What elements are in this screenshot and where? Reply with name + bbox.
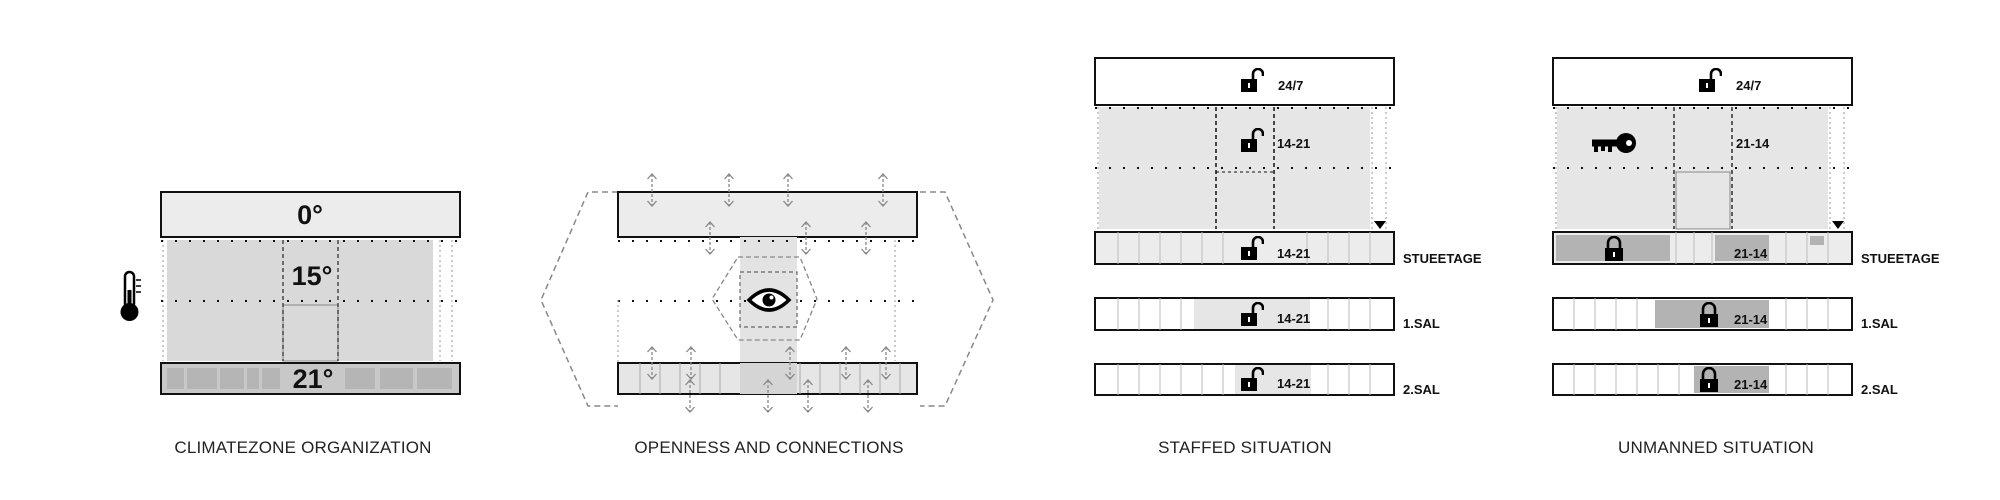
arrow-down-icon [1832, 221, 1844, 229]
staffed-panel: 24/7 14-21 14-21 [1094, 57, 1482, 397]
top-floor [617, 191, 918, 238]
unmanned-first-hours: 21-14 [1734, 312, 1768, 327]
unmanned-ground-hours: 21-14 [1734, 246, 1768, 261]
unmanned-second-hours: 21-14 [1734, 377, 1768, 392]
caption-unmanned: UNMANNED SITUATION [1618, 438, 1814, 457]
top-zone-temperature: 0° [297, 200, 323, 230]
staffed-second-hours: 14-21 [1277, 376, 1310, 391]
middle-zone [167, 240, 433, 361]
staffed-first-hours: 14-21 [1277, 311, 1310, 326]
floor-label-ground: STUEETAGE [1403, 251, 1482, 266]
top-zone [160, 191, 461, 238]
staffed-ground-hours: 14-21 [1277, 246, 1310, 261]
key-icon [1592, 133, 1636, 153]
unmanned-top-hours: 24/7 [1736, 78, 1761, 93]
unmanned-core-hours: 21-14 [1736, 136, 1770, 151]
caption-openness: OPENNESS AND CONNECTIONS [634, 438, 904, 457]
thermometer-icon [120, 270, 141, 321]
climatezone-panel: 0° 15° 21° [120, 191, 461, 395]
staffed-top-hours: 24/7 [1278, 78, 1303, 93]
arrow-down-icon [1374, 221, 1386, 229]
floor-label-ground: STUEETAGE [1861, 251, 1940, 266]
floor-label-second: 2.SAL [1861, 382, 1898, 397]
openness-panel [540, 173, 994, 413]
middle-zone-temperature: 15° [292, 261, 333, 291]
bottom-zone-temperature: 21° [293, 364, 334, 394]
staffed-core-hours: 14-21 [1277, 136, 1310, 151]
caption-climatezone: CLIMATEZONE ORGANIZATION [174, 438, 432, 457]
floor-label-first: 1.SAL [1403, 316, 1440, 331]
unmanned-panel: 24/7 21-14 21-14 [1552, 57, 1940, 397]
floor-label-second: 2.SAL [1403, 382, 1440, 397]
eye-icon [746, 288, 792, 312]
caption-staffed: STAFFED SITUATION [1158, 438, 1332, 457]
floor-label-first: 1.SAL [1861, 316, 1898, 331]
